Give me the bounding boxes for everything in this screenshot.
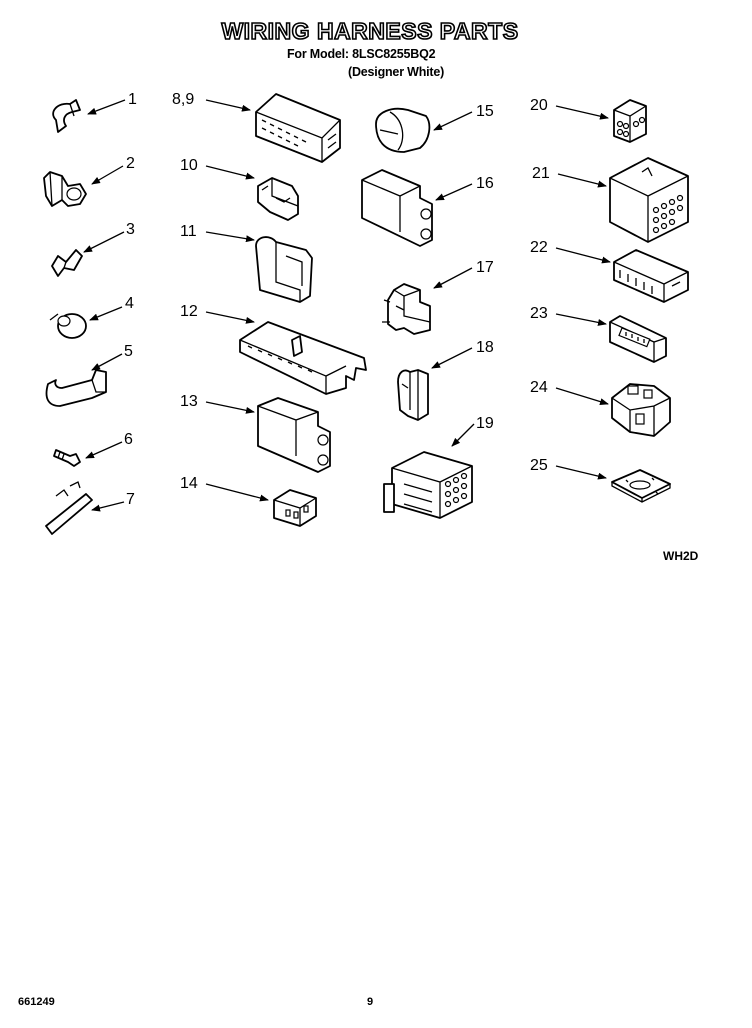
leader-14 (205, 483, 269, 502)
leader-19 (451, 423, 475, 447)
callout-13: 13 (180, 393, 198, 410)
callout-23: 23 (530, 305, 548, 322)
leader-20 (555, 105, 609, 120)
page-title: WIRING HARNESS PARTS (221, 17, 519, 45)
leader-3 (83, 231, 125, 253)
part-24-block (611, 383, 671, 437)
callout-15: 15 (476, 103, 494, 120)
callout-1: 1 (128, 91, 137, 108)
part-23-edge-connector (609, 315, 667, 363)
part-25-board (611, 469, 671, 503)
part-19-block (383, 451, 473, 519)
part-13-housing (257, 397, 331, 473)
part-7-strip (45, 481, 93, 535)
part-3-clip (51, 249, 83, 277)
callout-3: 3 (126, 221, 135, 238)
part-2-clamp (43, 171, 87, 207)
diagram-code: WH2D (663, 549, 699, 563)
callout-12: 12 (180, 303, 198, 320)
page-number: 9 (367, 996, 374, 1008)
callout-20: 20 (530, 97, 548, 114)
part-12-terminal-block (239, 321, 367, 395)
part-1-clip (52, 99, 81, 133)
part-18-bracket (397, 369, 429, 421)
leader-16 (435, 183, 473, 201)
part-22-connector (613, 249, 689, 303)
callout-18: 18 (476, 339, 494, 356)
callout-2: 2 (126, 155, 135, 172)
part-17-splice (382, 283, 431, 335)
callout-17: 17 (476, 259, 494, 276)
part-11-housing (255, 236, 313, 303)
part-5-strap (45, 369, 107, 407)
part-15-clip (375, 107, 431, 153)
callout-14: 14 (180, 475, 198, 492)
leader-13 (205, 401, 255, 414)
leader-12 (205, 311, 255, 324)
callout-8-9: 8,9 (172, 91, 194, 108)
part-4-ring (49, 313, 87, 339)
leader-21 (557, 173, 607, 188)
callout-16: 16 (476, 175, 494, 192)
leader-2 (91, 165, 124, 185)
doc-number: 661249 (18, 996, 55, 1008)
callout-10: 10 (180, 157, 198, 174)
callout-7: 7 (126, 491, 135, 508)
callout-21: 21 (532, 165, 550, 182)
part-6-screw (53, 449, 81, 467)
callout-22: 22 (530, 239, 548, 256)
leader-18 (431, 347, 473, 369)
part-20-cube (613, 99, 647, 143)
part-8-9-connector (255, 93, 341, 163)
callout-11: 11 (180, 223, 197, 240)
model-line: For Model: 8LSC8255BQ2 (287, 47, 436, 61)
part-14-plug (273, 489, 317, 527)
leader-10 (205, 165, 255, 180)
leader-8-9 (205, 99, 251, 112)
callout-5: 5 (124, 343, 133, 360)
part-21-box (609, 157, 689, 243)
callout-24: 24 (530, 379, 548, 396)
callout-4: 4 (125, 295, 134, 312)
leader-7 (91, 501, 125, 512)
leader-24 (555, 387, 609, 405)
leader-5 (91, 353, 123, 371)
leader-4 (89, 306, 123, 321)
color-line: (Designer White) (348, 65, 445, 79)
leader-23 (555, 313, 607, 326)
leader-22 (555, 247, 611, 264)
leader-15 (433, 111, 473, 131)
part-10-connector (257, 177, 299, 221)
leader-25 (555, 465, 607, 480)
callout-19: 19 (476, 415, 494, 432)
leader-17 (433, 267, 473, 289)
part-16-housing (361, 169, 433, 247)
callout-6: 6 (124, 431, 133, 448)
callout-25: 25 (530, 457, 548, 474)
leader-11 (205, 231, 255, 243)
leader-1 (87, 99, 126, 115)
leader-6 (85, 441, 123, 459)
